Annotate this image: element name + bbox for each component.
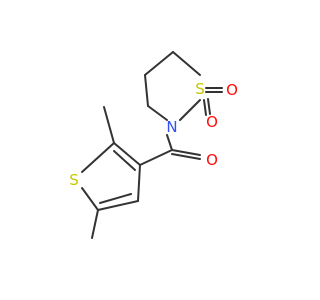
bond-co-b (171, 153, 201, 160)
atom-o-sulfonyl-right: O (226, 81, 238, 99)
bond-c5thio-s (81, 187, 99, 211)
atom-o-carbonyl: O (206, 151, 218, 169)
bond-c3thio-c2thio (113, 142, 141, 166)
molecule-diagram: S O O N O S (69, 51, 238, 239)
atom-s-thiophene: S (69, 171, 79, 189)
bond-ccarbonyl-c3thio (139, 149, 173, 166)
atom-s-sulfonyl: S (195, 80, 205, 98)
bond-c4thio-c5thio-inner (99, 193, 132, 204)
bond-c3-n (147, 105, 168, 121)
atom-o-sulfonyl-bottom: O (206, 113, 218, 131)
bond-c3thio-c4thio (137, 164, 141, 202)
bond-c4thio-c5thio (97, 200, 139, 211)
bond-s-o2-a (203, 99, 207, 116)
bond-s-o2-b (207, 98, 211, 115)
bond-c2thio-methyl (103, 106, 115, 144)
bond-c4-c5 (144, 51, 174, 76)
bond-co-a (171, 149, 201, 156)
bond-n-ccarbonyl (166, 134, 173, 151)
bond-s-n (179, 99, 201, 121)
atom-n: N (166, 118, 177, 136)
bond-c5thio-methyl (91, 209, 99, 239)
bond-c2thio-c2thio-inner (113, 150, 136, 171)
bond-c4-s (172, 51, 201, 76)
bond-c5-c3 (144, 74, 149, 107)
bond-c2thio-s (81, 142, 115, 173)
